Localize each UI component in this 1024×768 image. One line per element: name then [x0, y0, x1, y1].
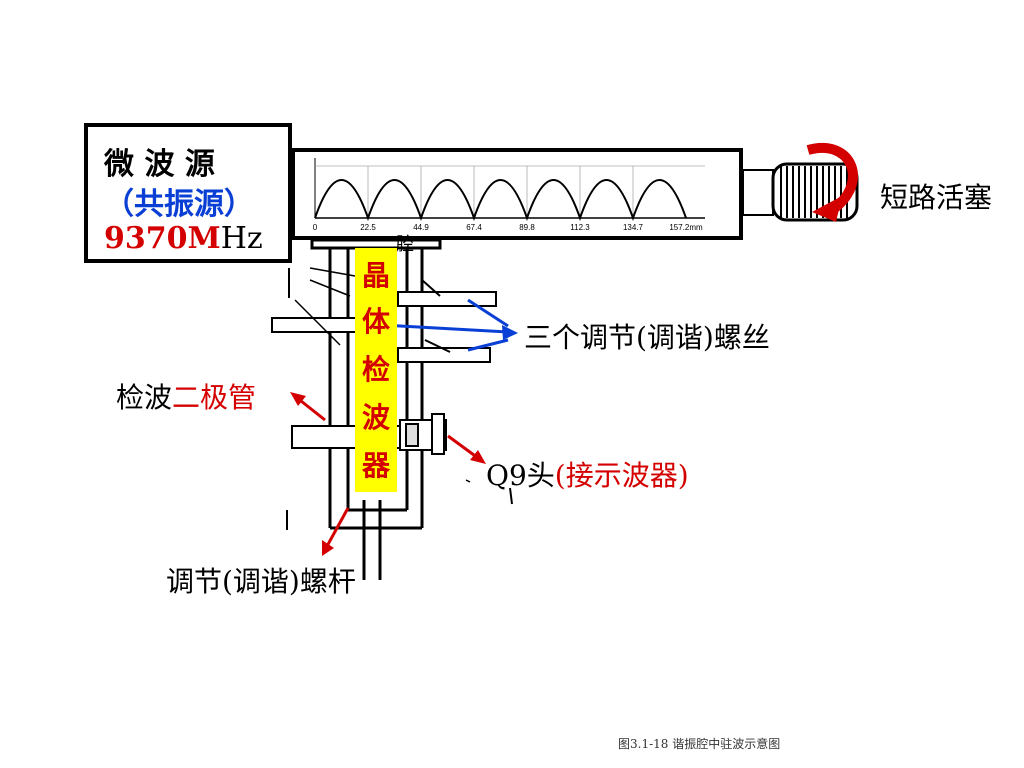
detector-char: 器 [361, 449, 390, 482]
q9-label-red: (接示波器) [554, 459, 689, 492]
detector-diode-label: 检波二极管 [116, 376, 256, 416]
tuning-rod-label: 调节(调谐)螺杆 [166, 565, 356, 598]
microwave-source-box: 微 波 源 （共振源） 9370MHz [84, 123, 292, 263]
detector-char: 检 [361, 353, 390, 386]
short-plunger-label: 短路活塞 [880, 181, 993, 214]
tick-label: 112.3 [570, 223, 590, 232]
source-subtitle: （共振源） [104, 187, 254, 222]
tick-label: 157.2mm [669, 223, 703, 232]
q9-label-black: Q9头 [486, 459, 555, 492]
frequency-value: 9370M [104, 221, 221, 256]
grid-lines [315, 165, 705, 218]
source-frequency: 9370MHz [104, 221, 263, 256]
tick-label: 44.9 [413, 223, 429, 232]
detector-char: 晶 [361, 259, 390, 292]
tick-label: 67.4 [466, 223, 482, 232]
tuning-screws-label: 三个调节(调谐)螺丝 [524, 321, 770, 354]
tick-label: 0 [313, 223, 318, 232]
q9-arrow [447, 434, 486, 464]
side-tick-marks [286, 268, 513, 530]
detector-char: 体 [361, 305, 390, 338]
rotate-arrow-icon [806, 143, 858, 222]
crystal-detector: 晶 体 检 波 器 [355, 248, 397, 492]
diode-label-red: 二极管 [172, 381, 257, 414]
source-title: 微 波 源 [104, 147, 215, 182]
figure-caption: 图3.1-18 谐振腔中驻波示意图 [618, 737, 781, 751]
diode-arrow [290, 392, 326, 422]
standing-wave-plot: 0 22.5 44.9 67.4 89.8 112.3 134.7 157.2m… [313, 158, 705, 232]
q9-connector-label: Q9头(接示波器) [486, 454, 689, 494]
screw-arrows [381, 298, 518, 352]
cavity-label: 腔 [396, 234, 414, 255]
diode-label-black: 检波 [116, 381, 173, 414]
short-plunger-graphic [742, 162, 859, 222]
detector-char: 波 [361, 401, 390, 434]
tick-label: 89.8 [519, 223, 535, 232]
rod-arrow [322, 507, 350, 556]
resonant-cavity: 0 22.5 44.9 67.4 89.8 112.3 134.7 157.2m… [291, 148, 743, 240]
leader-lines [294, 267, 471, 483]
standing-wave-curve [314, 179, 687, 222]
tick-label: 22.5 [360, 223, 376, 232]
tick-label: 134.7 [623, 223, 644, 232]
frequency-unit: Hz [220, 221, 263, 256]
